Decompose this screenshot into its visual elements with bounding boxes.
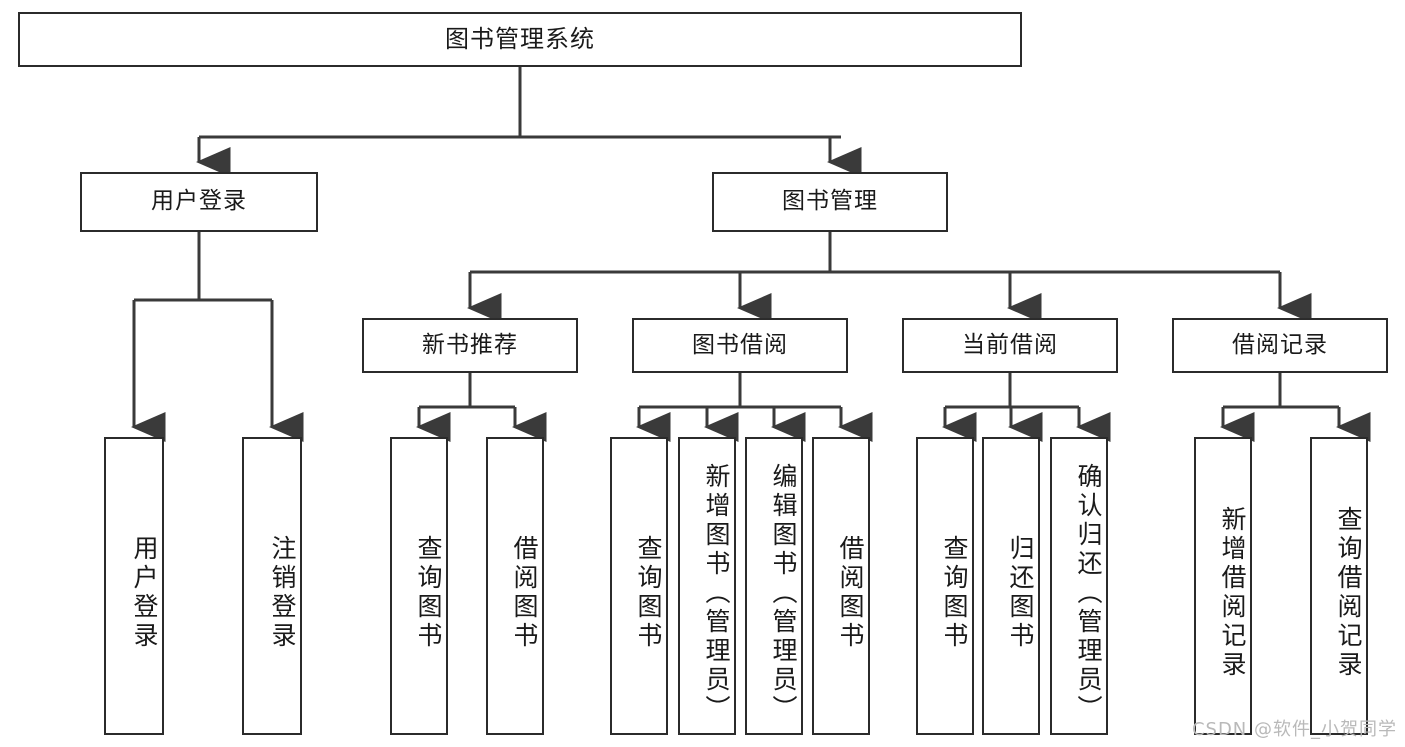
node-label: 图书管理 [782,188,878,215]
node-new-book-recommend[interactable]: 新书推荐 [362,318,578,373]
node-label: 借阅记录 [1232,331,1328,358]
node-label: 注销登录 [268,535,297,651]
node-leaf-query-borrow-record[interactable]: 查询借阅记录 [1310,437,1368,735]
node-user-login[interactable]: 用户登录 [80,172,318,232]
node-label: 查询图书 [414,535,443,651]
node-borrow-record[interactable]: 借阅记录 [1172,318,1388,373]
node-leaf-query-book-borrow[interactable]: 查询图书 [610,437,668,735]
node-leaf-logout[interactable]: 注销登录 [242,437,302,735]
node-leaf-query-book-current[interactable]: 查询图书 [916,437,974,735]
node-leaf-borrow-book[interactable]: 借阅图书 [812,437,870,735]
node-label: 借阅图书 [836,535,865,651]
node-label: 新书推荐 [422,331,518,358]
node-label: 图书借阅 [692,331,788,358]
node-leaf-edit-book[interactable]: 编辑图书（管理员） [745,437,803,735]
node-label: 新增图书（管理员） [702,462,731,724]
node-label: 确认归还（管理员） [1074,462,1103,724]
node-leaf-user-login[interactable]: 用户登录 [104,437,164,735]
node-leaf-borrow-book-recommend[interactable]: 借阅图书 [486,437,544,735]
node-label: 用户登录 [151,188,247,215]
node-leaf-return-book[interactable]: 归还图书 [982,437,1040,735]
node-label: 查询图书 [634,535,663,651]
node-leaf-query-book-recommend[interactable]: 查询图书 [390,437,448,735]
node-leaf-add-book[interactable]: 新增图书（管理员） [678,437,736,735]
node-label: 图书管理系统 [445,25,595,54]
node-label: 新增借阅记录 [1218,506,1247,680]
node-book-management[interactable]: 图书管理 [712,172,948,232]
node-label: 查询图书 [940,535,969,651]
node-leaf-confirm-return[interactable]: 确认归还（管理员） [1050,437,1108,735]
node-label: 借阅图书 [510,535,539,651]
node-book-borrow[interactable]: 图书借阅 [632,318,848,373]
node-root-system[interactable]: 图书管理系统 [18,12,1022,67]
watermark-text: CSDN @软件_小贺同学 [1191,719,1397,740]
node-leaf-add-borrow-record[interactable]: 新增借阅记录 [1194,437,1252,735]
node-label: 归还图书 [1006,535,1035,651]
node-current-borrow[interactable]: 当前借阅 [902,318,1118,373]
node-label: 当前借阅 [962,331,1058,358]
node-label: 编辑图书（管理员） [769,462,798,724]
node-label: 用户登录 [130,535,159,651]
node-label: 查询借阅记录 [1334,506,1363,680]
